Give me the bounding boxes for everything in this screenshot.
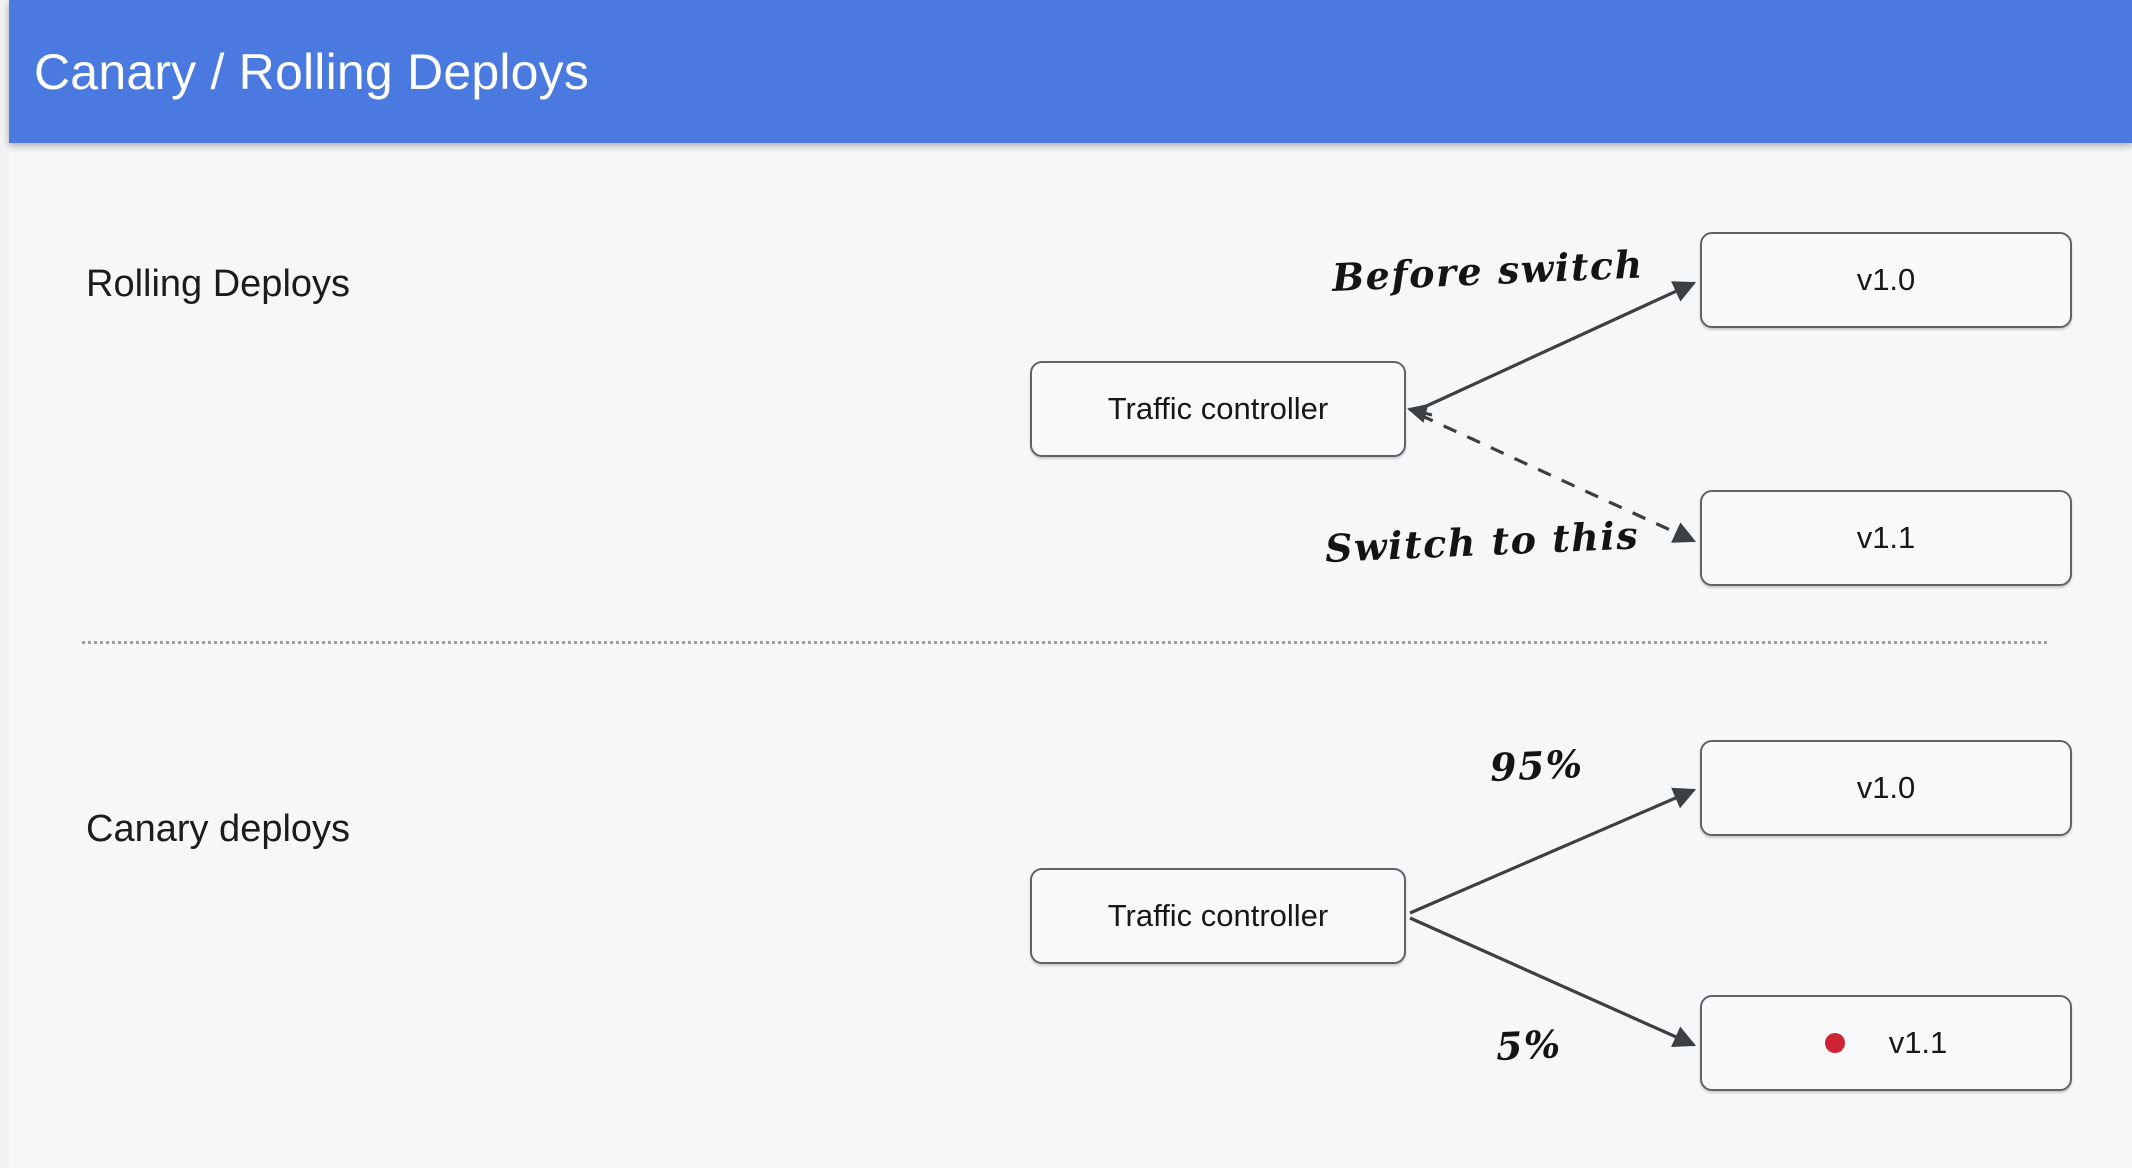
edge-rolling-controller-to-v10 [1419, 281, 1697, 411]
node-canary-v1-1[interactable]: v1.1 [1700, 995, 2072, 1091]
annotation-traffic-split-5: 5% [1495, 1021, 1563, 1069]
annotation-switch-to-this: Switch to this [1324, 512, 1640, 571]
edge-rolling-junction-arrowhead [1407, 403, 1433, 423]
node-label: v1.0 [1856, 770, 1916, 805]
node-label: v1.0 [1856, 262, 1916, 297]
section-label-rolling-deploys: Rolling Deploys [86, 263, 351, 305]
edge-canary-controller-to-v10 [1409, 787, 1697, 915]
node-label: Traffic controller [1107, 391, 1329, 426]
annotation-traffic-split-95: 95% [1489, 740, 1585, 790]
node-rolling-v1-0[interactable]: v1.0 [1700, 232, 2072, 328]
section-divider [82, 641, 2047, 644]
annotation-before-switch: Before switch [1331, 241, 1645, 300]
node-label: Traffic controller [1107, 898, 1329, 933]
slide-header-bar: Canary / Rolling Deploys [9, 0, 2132, 143]
node-canary-v1-0[interactable]: v1.0 [1700, 740, 2072, 836]
page-title: Canary / Rolling Deploys [34, 43, 590, 100]
status-dot-icon [1824, 1033, 1845, 1053]
node-canary-traffic-controller[interactable]: Traffic controller [1030, 868, 1406, 964]
node-rolling-v1-1[interactable]: v1.1 [1700, 490, 2072, 586]
node-rolling-traffic-controller[interactable]: Traffic controller [1030, 361, 1406, 457]
section-label-canary-deploys: Canary deploys [86, 808, 351, 850]
node-content: v1.1 [1824, 1025, 1948, 1061]
node-label: v1.1 [1856, 520, 1916, 555]
node-label: v1.1 [1888, 1025, 1948, 1060]
